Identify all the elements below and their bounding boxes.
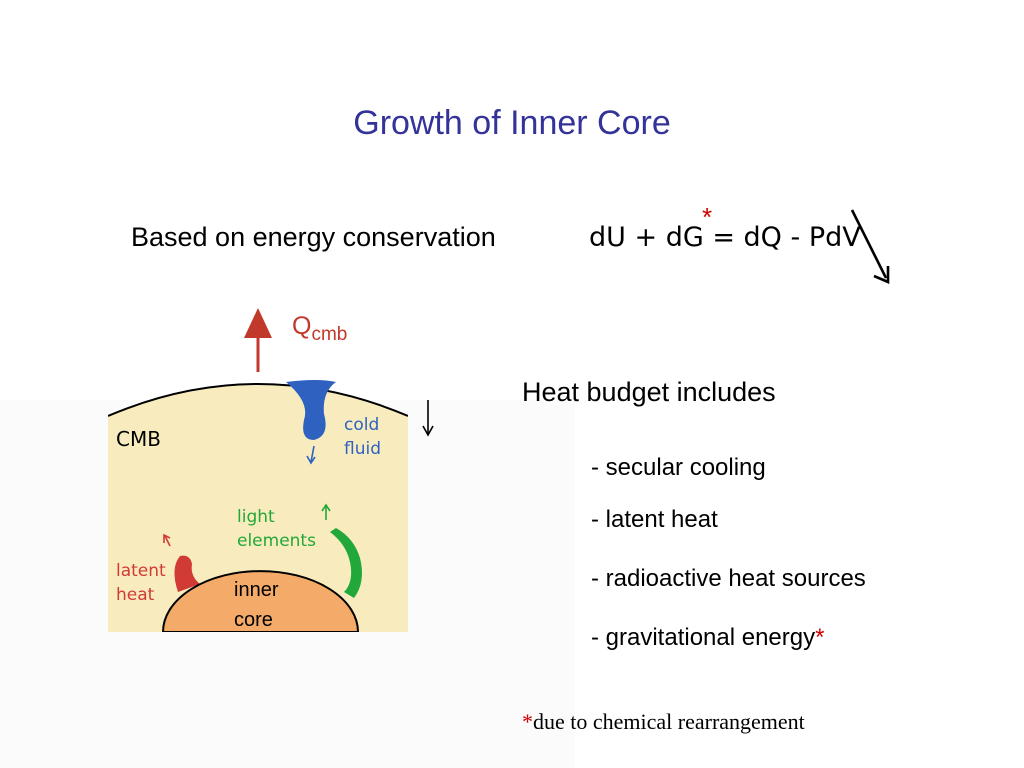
core-convection-diagram: CMB cold fluid light elements latent hea… bbox=[108, 308, 408, 632]
energy-equation: dU + dG = dQ - PdV bbox=[589, 222, 861, 253]
latent-heat-plume bbox=[174, 555, 200, 592]
cold-fluid-label-1: cold bbox=[344, 415, 379, 435]
gravitational-asterisk: * bbox=[815, 624, 825, 651]
heat-flux-subscript: cmb bbox=[311, 324, 348, 345]
inner-core-region bbox=[161, 570, 360, 632]
heat-flux-symbol: Q bbox=[292, 312, 312, 340]
latent-heat-label-2: heat bbox=[116, 585, 155, 605]
budget-item-gravitational-text: - gravitational energy bbox=[591, 624, 816, 651]
equation-asterisk: * bbox=[702, 202, 713, 232]
cold-fluid-plume bbox=[286, 380, 336, 440]
latent-heat-label-1: latent bbox=[116, 561, 166, 581]
budget-item-secular-cooling: - secular cooling bbox=[591, 454, 766, 481]
footnote: *due to chemical rearrangement bbox=[522, 709, 805, 735]
light-element-plume bbox=[330, 528, 362, 598]
budget-item-radioactive-heat: - radioactive heat sources bbox=[591, 565, 866, 592]
heat-flow-arrow-icon bbox=[244, 308, 272, 372]
energy-conservation-text: Based on energy conservation bbox=[131, 222, 496, 252]
light-elements-label-1: light bbox=[237, 507, 275, 527]
light-elements-label-2: elements bbox=[237, 531, 316, 551]
slide-title: Growth of Inner Core bbox=[353, 104, 671, 142]
pdv-strike-arrow bbox=[850, 209, 890, 284]
footnote-text: due to chemical rearrangement bbox=[533, 709, 805, 734]
budget-item-latent-heat: - latent heat bbox=[591, 506, 718, 533]
cmb-label: CMB bbox=[116, 427, 161, 451]
core-mantle-boundary bbox=[108, 383, 408, 417]
budget-item-gravitational-energy: - gravitational energy* bbox=[591, 624, 824, 652]
down-arrow-icon bbox=[422, 400, 434, 437]
heat-flux-label: Qcmb bbox=[292, 312, 347, 346]
footnote-asterisk: * bbox=[522, 709, 533, 734]
inner-core-label-1: inner bbox=[234, 579, 279, 601]
heat-budget-heading: Heat budget includes bbox=[522, 377, 776, 407]
cold-fluid-label-2: fluid bbox=[344, 439, 381, 459]
inner-core-label-2: core bbox=[234, 609, 273, 631]
